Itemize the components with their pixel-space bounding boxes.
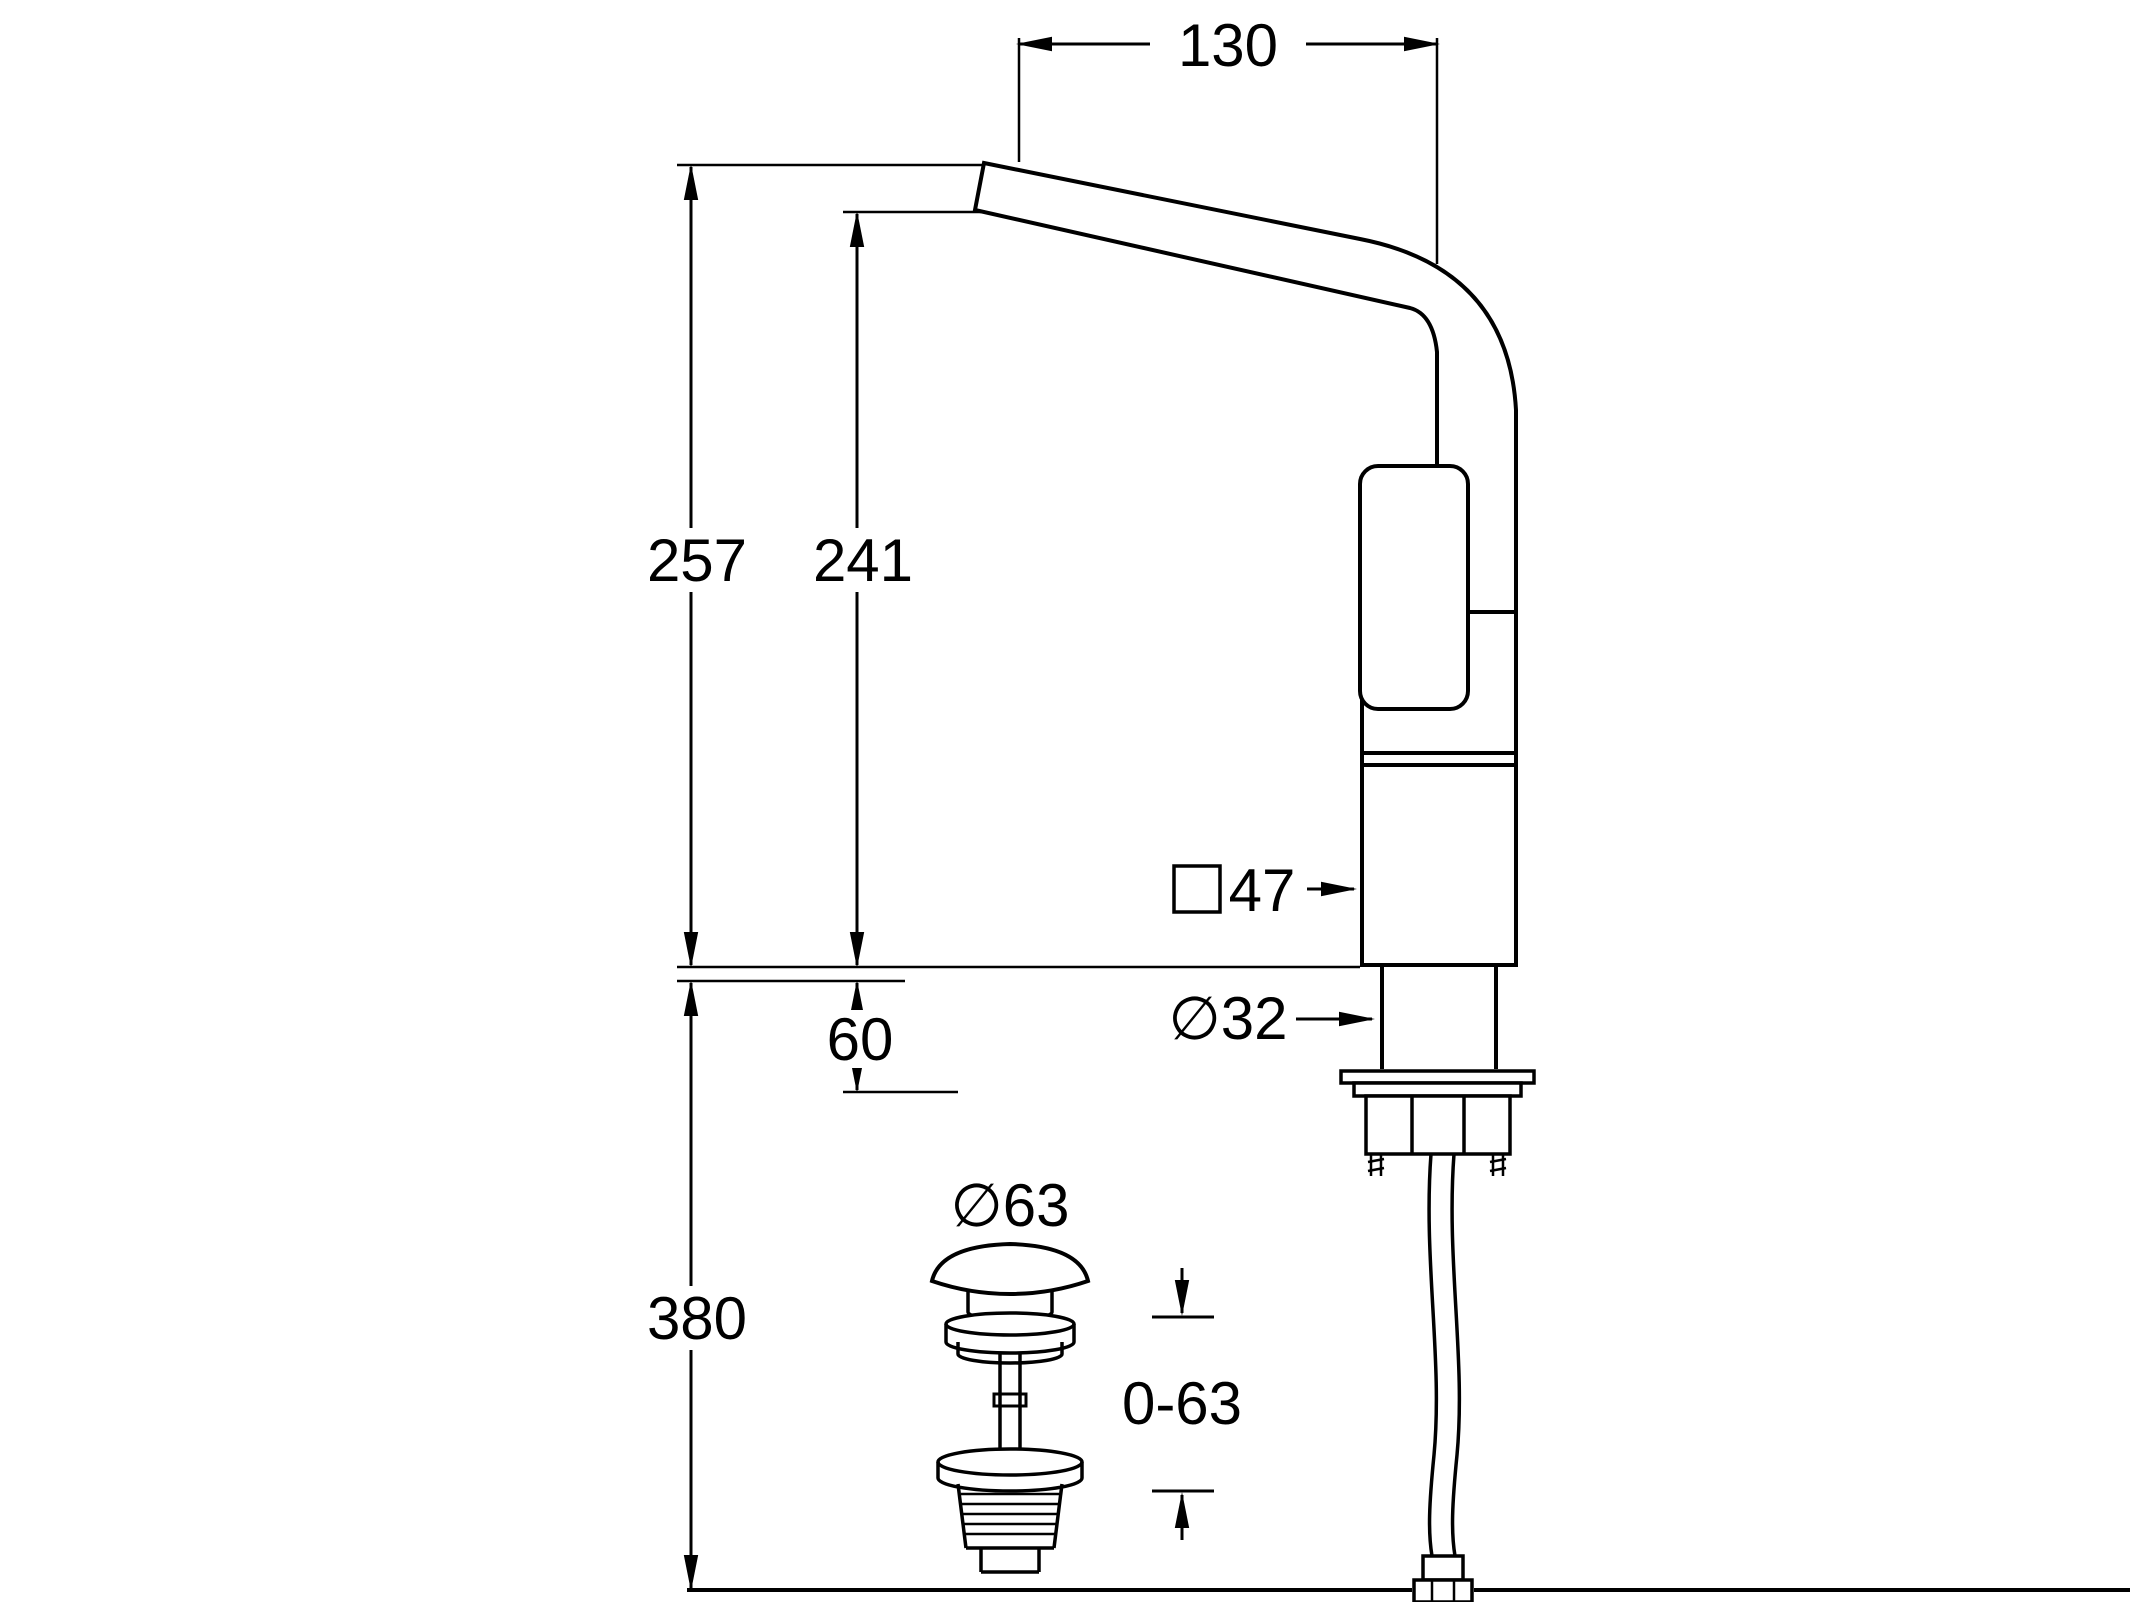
- dim-spout-outlet-height-label: 241: [813, 527, 913, 594]
- drain-cap: [929, 1241, 1091, 1297]
- handle-lever: [1358, 464, 1470, 711]
- drain-threads: [961, 1492, 1059, 1536]
- square-symbol-icon: [1172, 864, 1222, 914]
- drain-rim: [956, 1353, 1064, 1365]
- dim-drain-diameter-label: ∅63: [950, 1172, 1069, 1239]
- extension-lines: [677, 38, 2130, 1592]
- label-background: [800, 528, 926, 592]
- drain-lower-flange-rim: [936, 1477, 1084, 1493]
- threaded-stud: [1367, 1154, 1385, 1176]
- mounting-nut: [1364, 1094, 1512, 1156]
- dimension-spout-reach: 130: [1016, 12, 1440, 79]
- annotation-shank-diameter: ∅32: [1168, 985, 1375, 1052]
- dim-spout-reach-label: 130: [1178, 12, 1278, 79]
- threaded-stud: [1489, 1154, 1507, 1176]
- mounting-washer: [1339, 1069, 1536, 1085]
- dimension-deck-thickness: 60: [818, 980, 902, 1093]
- supply-hose: [1412, 1153, 1474, 1602]
- faucet: [972, 160, 1536, 1176]
- dim-below-deck-length-label: 380: [647, 1285, 747, 1352]
- drain-lower-flange: [936, 1447, 1084, 1477]
- dim-drain-adjustment-label: 0-63: [1122, 1370, 1242, 1437]
- hose-edge: [1450, 1153, 1462, 1557]
- dim-deck-thickness-label: 60: [827, 1006, 894, 1073]
- hose-connector-nut: [1412, 1578, 1474, 1602]
- annotation-body-square: 47: [1172, 857, 1357, 924]
- dim-body-square-label: 47: [1229, 857, 1296, 924]
- annotation-drain-diameter: ∅63: [950, 1172, 1069, 1239]
- label-background: [634, 528, 760, 592]
- drain-thread-body-edge: [1052, 1483, 1064, 1549]
- hose-edge: [1427, 1153, 1439, 1557]
- hose-connector-neck: [1421, 1554, 1465, 1582]
- dimension-below-deck-length: 380: [632, 980, 762, 1591]
- drain-thread-body-edge: [956, 1483, 968, 1549]
- dim-shank-diameter-label: ∅32: [1168, 985, 1287, 1052]
- label-background: [818, 1010, 902, 1068]
- drain-stem-collar: [992, 1392, 1028, 1408]
- mounting-washer: [1352, 1081, 1523, 1098]
- drain-flange-rim: [944, 1341, 1076, 1355]
- dimension-total-height: 257: [634, 164, 760, 968]
- drain-upper-flange: [944, 1311, 1076, 1337]
- dim-total-height-label: 257: [647, 527, 747, 594]
- dimension-spout-outlet-height: 241: [800, 211, 926, 968]
- dimension-drain-adjustment: 0-63: [1122, 1268, 1242, 1540]
- drain-assembly: [929, 1241, 1091, 1574]
- spout: [972, 160, 1518, 614]
- label-background: [632, 1286, 762, 1350]
